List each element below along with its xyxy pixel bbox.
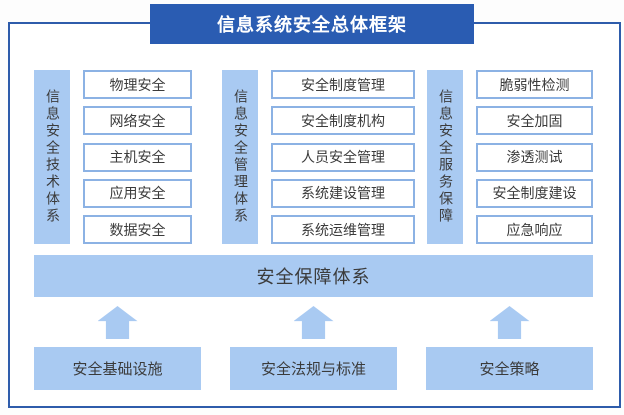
item-box: 安全制度机构 [271, 106, 415, 136]
column-label-text: 信息安全技术体系 [44, 89, 60, 225]
up-arrow-icon [97, 306, 138, 339]
column-items-management: 安全制度管理 安全制度机构 人员安全管理 系统建设管理 系统运维管理 [271, 70, 415, 244]
item-box: 安全制度建设 [476, 178, 593, 208]
diagram-title: 信息系统安全总体框架 [150, 4, 474, 44]
foundation-row: 安全基础设施 安全法规与标准 安全策略 [34, 347, 593, 390]
item-box: 人员安全管理 [271, 142, 415, 172]
column-items-technology: 物理安全 网络安全 主机安全 应用安全 数据安全 [83, 70, 192, 244]
item-box: 系统建设管理 [271, 178, 415, 208]
item-box: 网络安全 [83, 106, 192, 136]
item-box: 物理安全 [83, 70, 192, 99]
column-label-service: 信息安全服务保障 [427, 70, 463, 244]
column-items-service: 脆弱性检测 安全加固 渗透测试 安全制度建设 应急响应 [476, 70, 593, 244]
arrow-row [34, 306, 593, 339]
item-box: 应用安全 [83, 178, 192, 208]
item-box: 安全加固 [476, 106, 593, 136]
assurance-bar: 安全保障体系 [34, 255, 593, 297]
column-group-service: 信息安全服务保障 脆弱性检测 安全加固 渗透测试 安全制度建设 应急响应 [427, 70, 593, 244]
arrow-cell [34, 306, 201, 339]
column-label-text: 信息安全服务保障 [437, 89, 453, 225]
item-box: 脆弱性检测 [476, 70, 593, 99]
foundation-box: 安全基础设施 [34, 347, 201, 390]
foundation-box: 安全法规与标准 [230, 347, 397, 390]
up-arrow-icon [489, 306, 530, 339]
item-box: 渗透测试 [476, 142, 593, 172]
arrow-cell [426, 306, 593, 339]
column-group-management: 信息安全管理体系 安全制度管理 安全制度机构 人员安全管理 系统建设管理 系统运… [222, 70, 415, 244]
column-group-technology: 信息安全技术体系 物理安全 网络安全 主机安全 应用安全 数据安全 [34, 70, 192, 244]
column-label-technology: 信息安全技术体系 [34, 70, 70, 244]
item-box: 系统运维管理 [271, 215, 415, 244]
foundation-box: 安全策略 [426, 347, 593, 390]
item-box: 数据安全 [83, 215, 192, 244]
item-box: 安全制度管理 [271, 70, 415, 99]
item-box: 应急响应 [476, 215, 593, 244]
arrow-cell [230, 306, 397, 339]
up-arrow-icon [293, 306, 334, 339]
item-box: 主机安全 [83, 142, 192, 172]
column-label-management: 信息安全管理体系 [222, 70, 258, 244]
column-label-text: 信息安全管理体系 [232, 89, 248, 225]
